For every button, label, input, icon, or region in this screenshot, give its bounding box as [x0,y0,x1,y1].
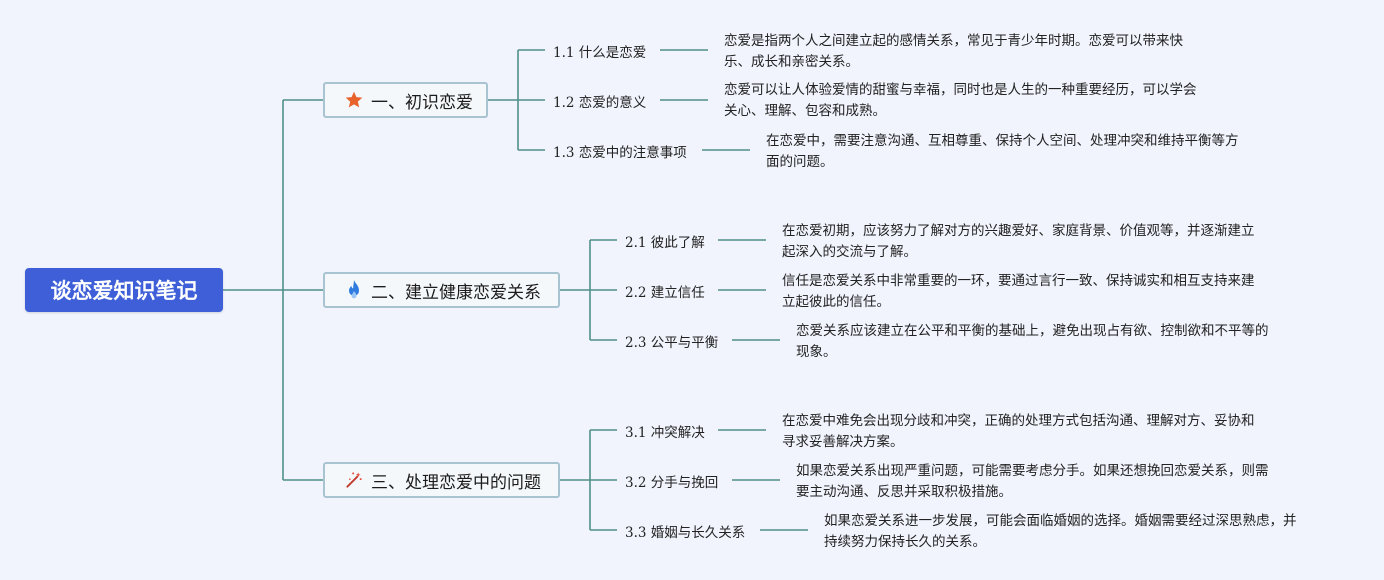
flame-icon [343,279,365,301]
topic-label: 二、建立健康恋爱关系 [371,282,541,303]
note-line: 恋爱关系应该建立在公平和平衡的基础上，避免出现占有欲、控制欲和不平等的 [796,323,1269,339]
note-line: 恋爱可以让人体验爱情的甜蜜与幸福，同时也是人生的一种重要经历，可以学会 [724,82,1197,98]
topic-label: 一、初识恋爱 [371,92,473,113]
topic-healthy-relationship[interactable]: 二、建立健康恋爱关系 [323,272,560,308]
note-1-2: 恋爱可以让人体验爱情的甜蜜与幸福，同时也是人生的一种重要经历，可以学会 关心、理… [724,80,1197,122]
star-icon [343,89,365,111]
note-line: 立起彼此的信任。 [782,294,890,310]
root-topic[interactable]: 谈恋爱知识笔记 [25,268,223,312]
note-3-3: 如果恋爱关系进一步发展，可能会面临婚姻的选择。婚姻需要经过深思熟虑，并 持续努力… [824,511,1297,553]
root-topic-label: 谈恋爱知识笔记 [50,279,198,303]
subtopic-2-1[interactable]: 2.1 彼此了解 [625,235,705,251]
magic-wand-icon [343,469,365,491]
subtopic-1-3[interactable]: 1.3 恋爱中的注意事项 [553,145,687,161]
note-line: 持续努力保持长久的关系。 [824,534,986,550]
subtopic-3-3[interactable]: 3.3 婚姻与长久关系 [625,525,746,541]
topic-first-acquaintance[interactable]: 一、初识恋爱 [323,82,488,118]
note-line: 关心、理解、包容和成熟。 [724,103,886,119]
note-line: 如果恋爱关系进一步发展，可能会面临婚姻的选择。婚姻需要经过深思熟虑，并 [824,513,1297,529]
note-1-3: 在恋爱中，需要注意沟通、互相尊重、保持个人空间、处理冲突和维持平衡等方 面的问题… [766,131,1239,173]
note-line: 乐、成长和亲密关系。 [724,54,859,70]
note-line: 面的问题。 [766,154,834,170]
subtopic-3-2[interactable]: 3.2 分手与挽回 [625,475,719,491]
note-line: 在恋爱中，需要注意沟通、互相尊重、保持个人空间、处理冲突和维持平衡等方 [766,133,1239,149]
note-line: 在恋爱初期，应该努力了解对方的兴趣爱好、家庭背景、价值观等，并逐渐建立 [782,223,1255,239]
note-3-1: 在恋爱中难免会出现分歧和冲突，正确的处理方式包括沟通、理解对方、妥协和 寻求妥善… [782,411,1255,453]
note-2-3: 恋爱关系应该建立在公平和平衡的基础上，避免出现占有欲、控制欲和不平等的 现象。 [796,321,1269,363]
note-line: 现象。 [796,344,837,360]
note-line: 要主动沟通、反思并采取积极措施。 [796,484,1012,500]
note-1-1: 恋爱是指两个人之间建立起的感情关系，常见于青少年时期。恋爱可以带来快 乐、成长和… [724,31,1183,73]
note-2-1: 在恋爱初期，应该努力了解对方的兴趣爱好、家庭背景、价值观等，并逐渐建立 起深入的… [782,221,1255,263]
subtopic-1-1[interactable]: 1.1 什么是恋爱 [553,45,647,61]
note-line: 在恋爱中难免会出现分歧和冲突，正确的处理方式包括沟通、理解对方、妥协和 [782,413,1255,429]
subtopic-2-2[interactable]: 2.2 建立信任 [625,285,705,301]
note-line: 寻求妥善解决方案。 [782,434,904,450]
note-line: 信任是恋爱关系中非常重要的一环，要通过言行一致、保持诚实和相互支持来建 [782,273,1255,289]
note-3-2: 如果恋爱关系出现严重问题，可能需要考虑分手。如果还想挽回恋爱关系，则需 要主动沟… [796,461,1269,503]
subtopic-3-1[interactable]: 3.1 冲突解决 [625,425,705,441]
topic-handling-problems[interactable]: 三、处理恋爱中的问题 [323,462,560,498]
note-2-2: 信任是恋爱关系中非常重要的一环，要通过言行一致、保持诚实和相互支持来建 立起彼此… [782,271,1255,313]
topic-label: 三、处理恋爱中的问题 [371,472,541,493]
subtopic-2-3[interactable]: 2.3 公平与平衡 [625,335,719,351]
subtopic-1-2[interactable]: 1.2 恋爱的意义 [553,95,647,111]
note-line: 起深入的交流与了解。 [782,244,917,260]
note-line: 如果恋爱关系出现严重问题，可能需要考虑分手。如果还想挽回恋爱关系，则需 [796,463,1269,479]
note-line: 恋爱是指两个人之间建立起的感情关系，常见于青少年时期。恋爱可以带来快 [724,33,1183,49]
